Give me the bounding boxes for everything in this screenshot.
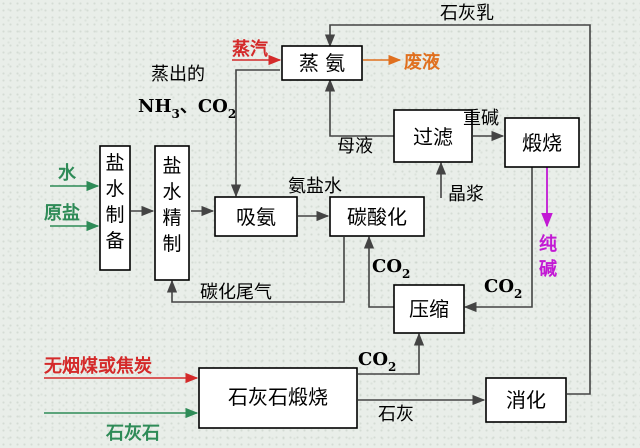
label-co2-from-limekiln: CO2	[358, 349, 396, 374]
label-shihuiru: 石灰乳	[440, 3, 494, 24]
label-yuanyan: 原盐	[44, 202, 80, 224]
label-wuyanmei: 无烟煤或焦炭	[44, 355, 152, 377]
box-duanshao: 煅烧	[504, 117, 580, 168]
label-nh3-sep: 、	[180, 96, 198, 117]
label-feiye: 废液	[404, 51, 441, 73]
arrow-weiqi-to-jingzhi	[166, 237, 345, 303]
arrow-yasuo-co2-to-tansuanhua	[363, 235, 394, 308]
box-xiaohua-label: 消化	[506, 388, 546, 412]
label-co2-a-sub: 2	[402, 267, 410, 281]
box-shihuishi-duanshao: 石灰石煅烧	[198, 367, 358, 429]
label-chunjian-1: 纯	[539, 233, 557, 255]
label-co2-sub: 2	[228, 107, 236, 121]
label-co2-b-co: CO	[484, 276, 514, 297]
box-yanshui-zhibei-label: 盐水制备	[105, 152, 124, 252]
label-zhengchude: 蒸出的	[151, 64, 205, 85]
vertical-char: 水	[105, 178, 124, 200]
box-zhengan: 蒸 氨	[281, 45, 363, 81]
arrow-limekiln-co2-to-yasuo	[358, 332, 425, 375]
label-co2-from-duanshao: CO2	[484, 276, 522, 301]
vertical-char: 盐	[105, 152, 124, 174]
label-tanhua-weiqi: 碳化尾气	[200, 282, 272, 303]
label-jingjiang: 晶浆	[448, 184, 484, 205]
label-chunjian-2: 碱	[539, 258, 557, 280]
box-zhengan-label: 蒸 氨	[299, 51, 345, 75]
box-duanshao-label: 煅烧	[522, 131, 562, 155]
process-boxes: 蒸 氨 过滤 煅烧 吸氨 碳酸化 压缩 石灰石煅烧 消化	[99, 45, 580, 429]
arrow-duanshao-co2-to-yasuo	[463, 167, 533, 313]
vertical-char: 制	[105, 204, 124, 226]
label-anyanshui: 氨盐水	[288, 176, 342, 197]
label-co2-c-sub: 2	[388, 360, 396, 374]
vertical-char: 精	[162, 207, 181, 229]
box-yanshui-zhibei: 盐水制备	[99, 145, 131, 271]
box-guolv: 过滤	[393, 109, 473, 163]
label-nh3-sub: 3	[171, 107, 179, 121]
label-shihuishi: 石灰石	[105, 422, 160, 444]
label-zhengqi: 蒸汽	[232, 38, 268, 60]
label-nh3-co2: NH3、CO2	[138, 96, 236, 121]
label-co2-c-co: CO	[358, 349, 388, 370]
box-yanshui-jingzhi: 盐水精制	[154, 145, 190, 281]
vertical-char: 水	[162, 181, 181, 203]
label-co2-b-sub: 2	[514, 287, 522, 301]
box-tansuanhua: 碳酸化	[329, 196, 425, 237]
box-tansuanhua-label: 碳酸化	[347, 205, 407, 229]
label-co2-a-co: CO	[372, 256, 402, 277]
label-shui: 水	[58, 162, 77, 184]
box-yasuo: 压缩	[393, 284, 465, 334]
label-co2-co: CO	[198, 96, 228, 117]
box-xian-label: 吸氨	[236, 205, 276, 229]
arrow-zhengan-to-xian	[230, 69, 280, 198]
connectors	[44, 24, 591, 419]
box-yanshui-jingzhi-label: 盐水精制	[162, 155, 181, 255]
vertical-char: 制	[162, 233, 181, 255]
box-xiaohua: 消化	[485, 377, 567, 423]
box-guolv-label: 过滤	[413, 125, 453, 149]
label-nh3-nh: NH	[138, 96, 171, 117]
label-muye: 母液	[337, 136, 373, 157]
label-shihui: 石灰	[378, 404, 414, 425]
label-co2-to-tansuanhua: CO2	[372, 256, 410, 281]
box-shihuishi-duanshao-label: 石灰石煅烧	[228, 385, 328, 409]
vertical-char: 备	[105, 230, 124, 252]
arrow-shihuiru-to-zhengan	[324, 24, 591, 395]
box-yasuo-label: 压缩	[409, 297, 449, 321]
arrow-muye-to-zhengan	[324, 78, 394, 137]
box-xian: 吸氨	[214, 196, 298, 237]
vertical-char: 盐	[162, 155, 181, 177]
label-zhongjian: 重碱	[463, 108, 499, 129]
flow-labels: 石灰乳 蒸汽 废液 蒸出的 NH3、CO2 母液 重碱 氨盐水 晶浆 水 原盐 …	[44, 3, 557, 444]
